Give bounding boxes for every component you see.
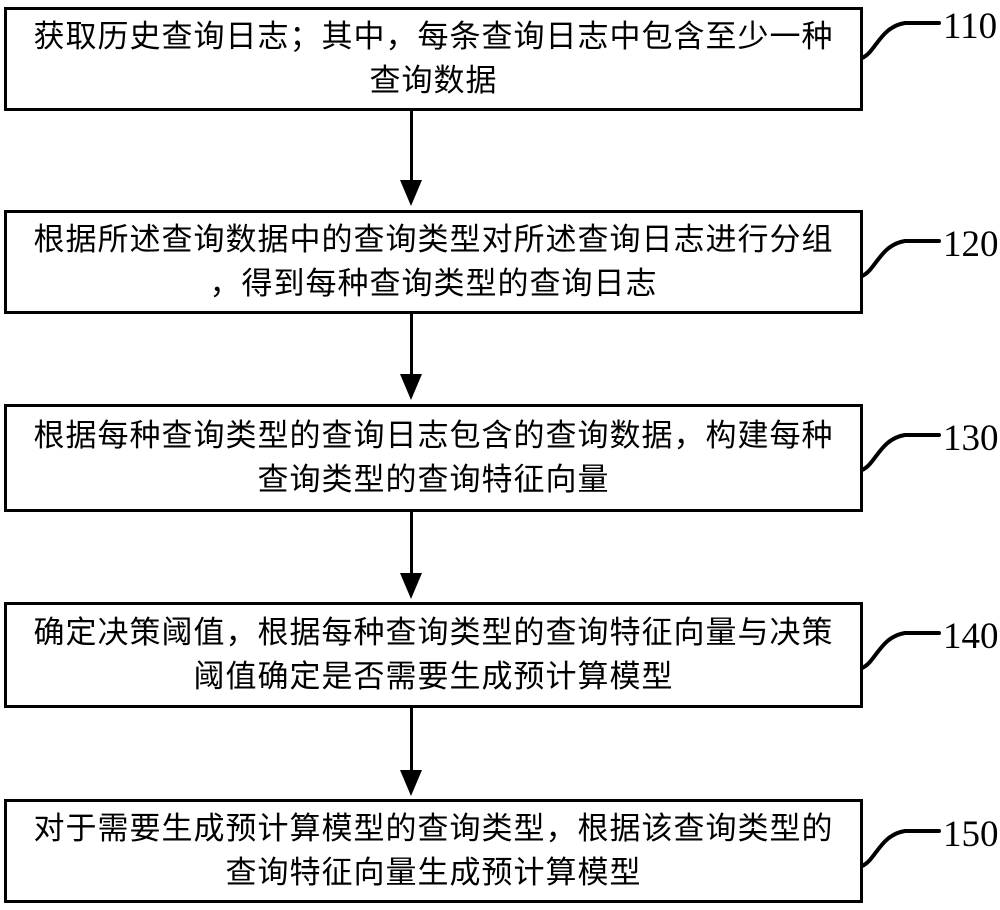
- arrow-down-icon: [400, 314, 422, 400]
- step-text-line: 查询类型的查询特征向量: [257, 462, 610, 498]
- arrow-down-icon: [400, 512, 422, 599]
- flowchart-step-box-2: 根据所述查询数据中的查询类型对所述查询日志进行分组 ，得到每种查询类型的查询日志: [4, 210, 863, 314]
- arrow-head: [400, 573, 422, 599]
- arrow-down-icon: [400, 111, 422, 206]
- step-text-line: 根据所述查询数据中的查询类型对所述查询日志进行分组: [33, 222, 834, 258]
- step-text-line: 阈值确定是否需要生成预计算模型: [193, 659, 674, 695]
- leader-line-120: [860, 239, 941, 278]
- step-text-line: 确定决策阈值，根据每种查询类型的查询特征向量与决策: [33, 615, 834, 651]
- reference-label-110: 110: [943, 6, 998, 47]
- leader-curve: [860, 829, 941, 868]
- arrow-shaft: [409, 111, 413, 180]
- leader-curve: [860, 433, 941, 472]
- step-text-line: ，得到每种查询类型的查询日志: [209, 266, 658, 302]
- reference-label-150: 150: [943, 814, 999, 855]
- step-text-line: 查询特征向量生成预计算模型: [225, 855, 642, 891]
- step-text-line: 对于需要生成预计算模型的查询类型，根据该查询类型的: [33, 811, 834, 847]
- arrow-shaft: [409, 314, 413, 374]
- arrow-shaft: [409, 512, 413, 573]
- arrow-shaft: [409, 708, 413, 770]
- reference-label-130: 130: [943, 418, 999, 459]
- step-text-line: 查询数据: [369, 63, 498, 99]
- leader-line-150: [860, 829, 941, 868]
- flowchart-step-box-3: 根据每种查询类型的查询日志包含的查询数据，构建每种 查询类型的查询特征向量: [4, 404, 863, 512]
- leader-curve: [860, 631, 941, 670]
- flowchart-step-box-5: 对于需要生成预计算模型的查询类型，根据该查询类型的 查询特征向量生成预计算模型: [4, 799, 863, 903]
- leader-curve: [860, 239, 941, 278]
- step-text-line: 根据每种查询类型的查询日志包含的查询数据，构建每种: [33, 418, 834, 454]
- leader-curve: [860, 21, 941, 60]
- leader-line-110: [860, 21, 941, 60]
- flowchart-step-box-4: 确定决策阈值，根据每种查询类型的查询特征向量与决策 阈值确定是否需要生成预计算模…: [4, 602, 863, 708]
- arrow-down-icon: [400, 708, 422, 796]
- reference-label-120: 120: [943, 224, 999, 265]
- arrow-head: [400, 770, 422, 796]
- reference-label-140: 140: [943, 616, 999, 657]
- leader-line-130: [860, 433, 941, 472]
- leader-line-140: [860, 631, 941, 670]
- flowchart-step-box-1: 获取历史查询日志；其中，每条查询日志中包含至少一种 查询数据: [4, 7, 863, 111]
- arrow-head: [400, 374, 422, 400]
- step-text-line: 获取历史查询日志；其中，每条查询日志中包含至少一种: [33, 19, 834, 55]
- arrow-head: [400, 180, 422, 206]
